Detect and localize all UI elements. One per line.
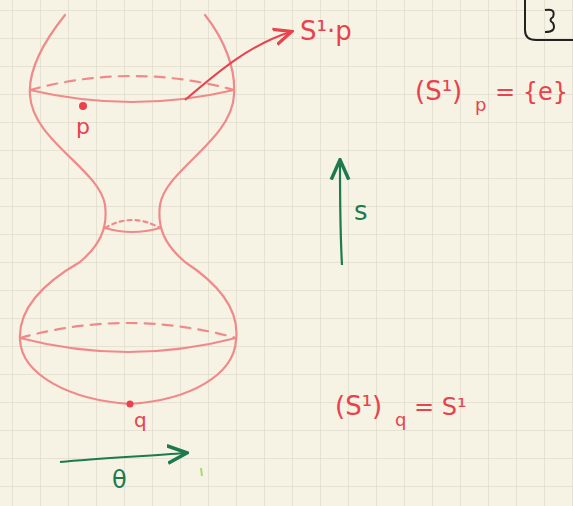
point-label: p xyxy=(76,116,90,138)
angle-label: θ xyxy=(112,468,127,492)
subscript-label: p xyxy=(475,96,486,114)
subscript-label: q xyxy=(395,411,406,429)
stabilizer-value: = {e} xyxy=(495,80,568,104)
stabilizer-value: = S¹ xyxy=(414,395,467,419)
parameter-label: s xyxy=(354,198,368,224)
stabilizer-label: (S¹) xyxy=(335,393,382,419)
stabilizer-label: (S¹) xyxy=(415,78,462,104)
orbit-label: S¹·p xyxy=(300,18,352,44)
point-label: q xyxy=(134,410,147,430)
